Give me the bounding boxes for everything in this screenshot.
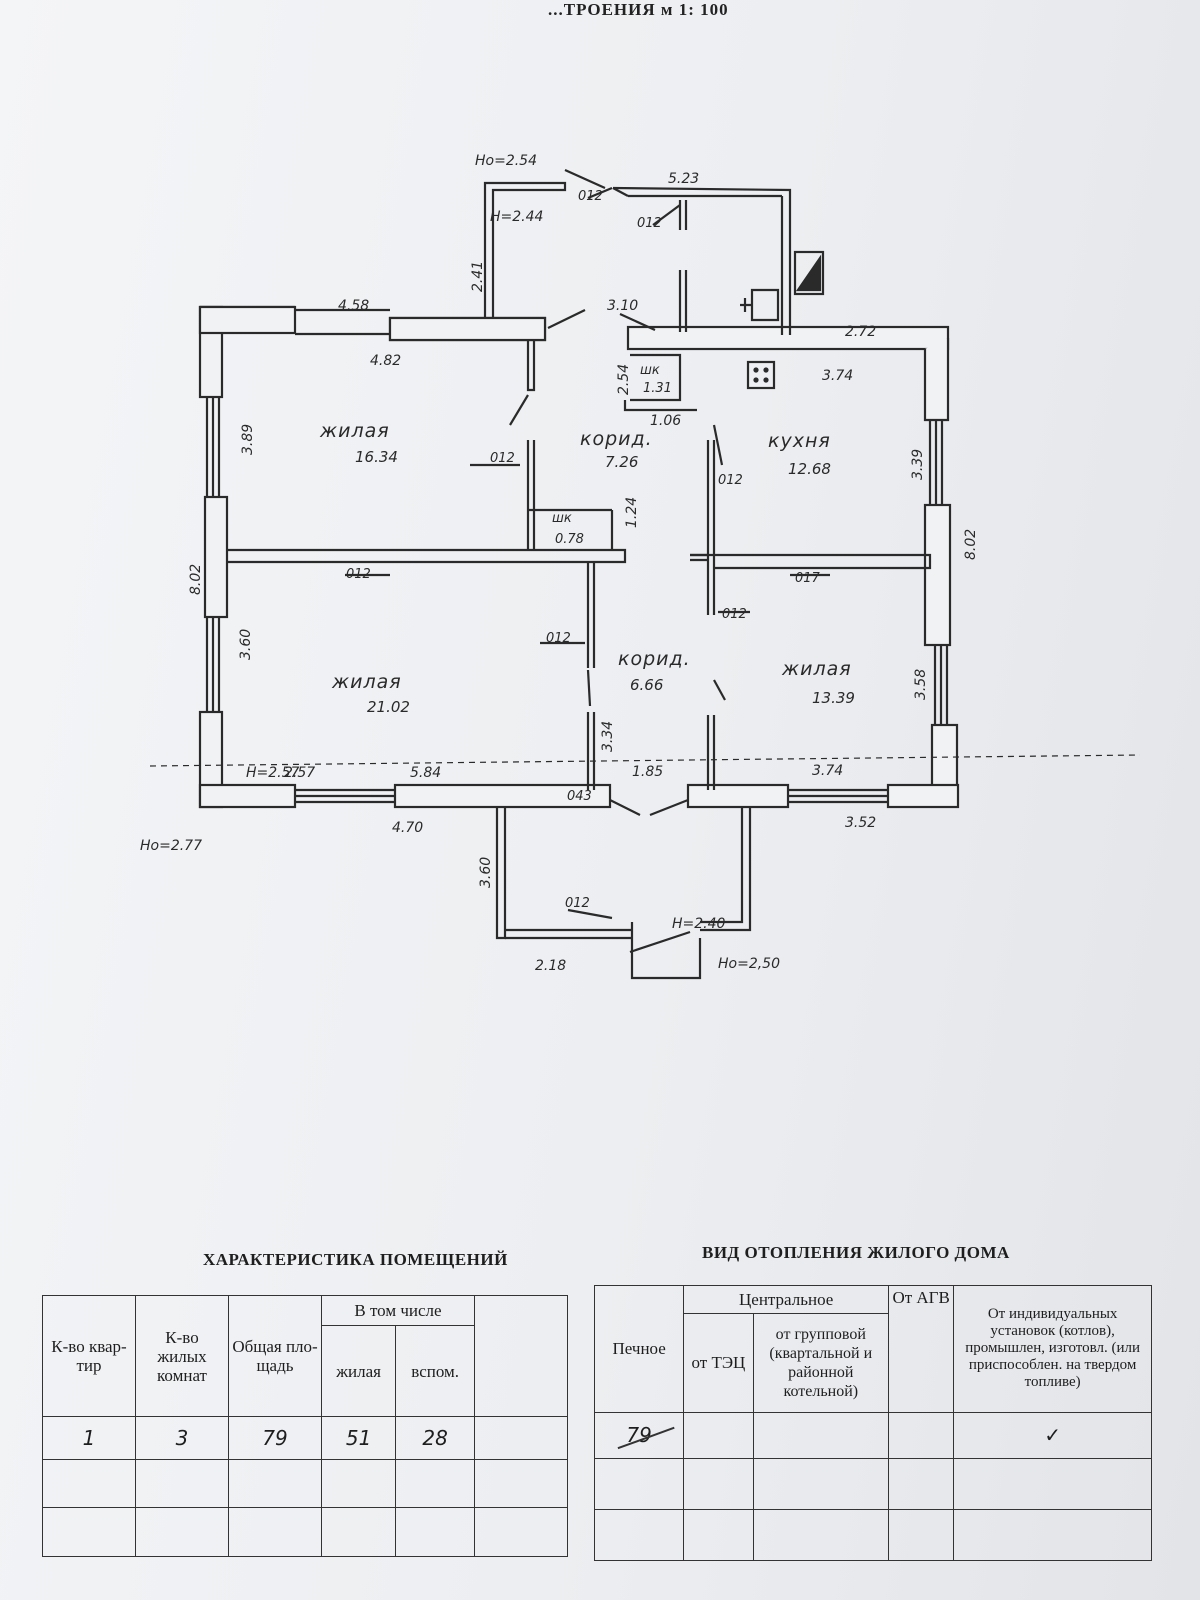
dimension-label: 3.74 [822,368,853,384]
table-row [42,1507,568,1557]
wall-mark: 012 [565,896,590,911]
dimension-label: 2.72 [845,324,876,340]
stove-value-struck: 79 [626,1423,652,1448]
room-area: 0.78 [555,532,584,547]
floor-plan: жилая 16.34 корид. 7.26 кухня 12.68 шк 1… [140,153,1141,980]
header-stove: Печное [593,1285,685,1413]
header-empty [474,1294,568,1418]
dimension-label: 3.34 [600,721,616,752]
room-area: 13.39 [812,689,855,707]
wall-mark: 012 [718,473,743,488]
height-mark: Но=2.54 [475,153,537,169]
dimension-label: 3.89 [240,424,256,455]
dimension-label: 3.10 [607,298,638,314]
dimension-label: 3.60 [478,857,494,888]
room-name: шк [640,363,660,378]
heating-title: ВИД ОТОПЛЕНИЯ ЖИЛОГО ДОМА [702,1243,1010,1262]
room-area: 7.26 [605,453,638,471]
table-row: 1 3 79 51 28 [42,1416,568,1460]
dimension-label: 4.82 [370,353,401,369]
room-name: шк [552,511,572,526]
room-name: корид. [580,428,653,450]
dimension-label: 8.02 [188,564,204,595]
dimension-label: 3.52 [845,815,876,831]
value-auxiliary: 28 [395,1416,475,1460]
room-characteristics-title: ХАРАКТЕРИСТИКА ПОМЕЩЕНИЙ [203,1250,508,1269]
height-mark: Н=2.40 [672,916,726,932]
value-apartments: 1 [42,1416,136,1460]
room-name: кухня [768,430,831,452]
header-agv: От АГВ [888,1285,955,1413]
header-individual: От индивидуальных установок (котлов), пр… [953,1285,1152,1413]
height-mark: Н=2.57 [246,765,300,781]
value-total-area: 79 [228,1416,322,1460]
dimension-label: 4.58 [338,298,369,314]
dimension-label: 2.54 [616,364,632,395]
value-individual-check: ✓ [953,1411,1152,1460]
value-tec [683,1411,754,1460]
wall-mark: 012 [490,451,515,466]
header-central: Центральное [683,1285,890,1314]
height-mark: Н=2.44 [490,209,543,225]
dimension-label: 1.85 [632,764,663,780]
dimension-label: 4.70 [392,820,423,836]
room-area: 16.34 [355,448,398,466]
height-mark: Но=2,50 [718,956,780,972]
room-name: жилая [781,658,852,680]
room-name: жилая [319,420,390,442]
header-group: от групповой (квартальной и районной кот… [752,1312,890,1413]
wall-mark: 012 [722,607,747,622]
dimension-label: 1.06 [650,413,681,429]
dimension-label: 5.84 [410,765,441,781]
value-agv [888,1411,955,1460]
room-area: 21.02 [367,698,410,716]
table-row [42,1458,568,1509]
dimension-label: 1.24 [624,497,640,528]
dimension-label: 3.39 [910,449,926,480]
table-row [593,1509,1152,1561]
dimension-label: 2.18 [535,958,566,974]
room-area: 6.66 [630,676,663,694]
dimension-label: 3.74 [812,763,843,779]
wall-mark: 043 [567,789,592,804]
scale-title: ...ТРОЕНИЯ м 1: 100 [548,0,729,19]
dimension-label: 8.02 [963,529,979,560]
wall-mark: 012 [546,631,571,646]
room-area: 1.31 [643,381,672,396]
wall-mark: 012 [578,189,603,204]
dimension-label: 3.60 [238,629,254,660]
table-row: 79 ✓ [593,1411,1152,1460]
header-living: жилая [320,1325,397,1418]
header-living-rooms: К-во жилых комнат [135,1294,229,1418]
wall-mark: 012 [346,567,371,582]
value-living-rooms: 3 [135,1416,229,1460]
header-tec: от ТЭЦ [683,1312,754,1413]
dimension-label: 5.23 [668,171,699,187]
header-apartments: К-во квар-тир [42,1294,136,1418]
value-group [752,1411,890,1460]
wall-mark: 012 [637,216,662,231]
table-row [593,1458,1152,1511]
wall-mark: 017 [795,571,821,586]
header-auxiliary: вспом. [395,1325,475,1418]
room-characteristics-table: К-во квар-тир К-во жилых комнат Общая пл… [42,1294,568,1557]
header-including: В том числе [321,1294,475,1327]
value-living: 51 [320,1416,397,1460]
header-total-area: Общая пло-щадь [228,1294,322,1418]
value-stove: 79 [593,1411,685,1460]
room-area: 12.68 [788,460,831,478]
dimension-label: 2.57 [284,765,315,781]
dimension-label: 3.58 [913,669,929,700]
room-name: жилая [331,671,402,693]
heating-table: Печное Центральное От АГВ От индивидуаль… [593,1285,1152,1561]
value-empty [474,1416,568,1460]
dimension-label: 2.41 [470,261,486,292]
height-mark: Но=2.77 [140,838,202,854]
room-name: корид. [618,648,691,670]
